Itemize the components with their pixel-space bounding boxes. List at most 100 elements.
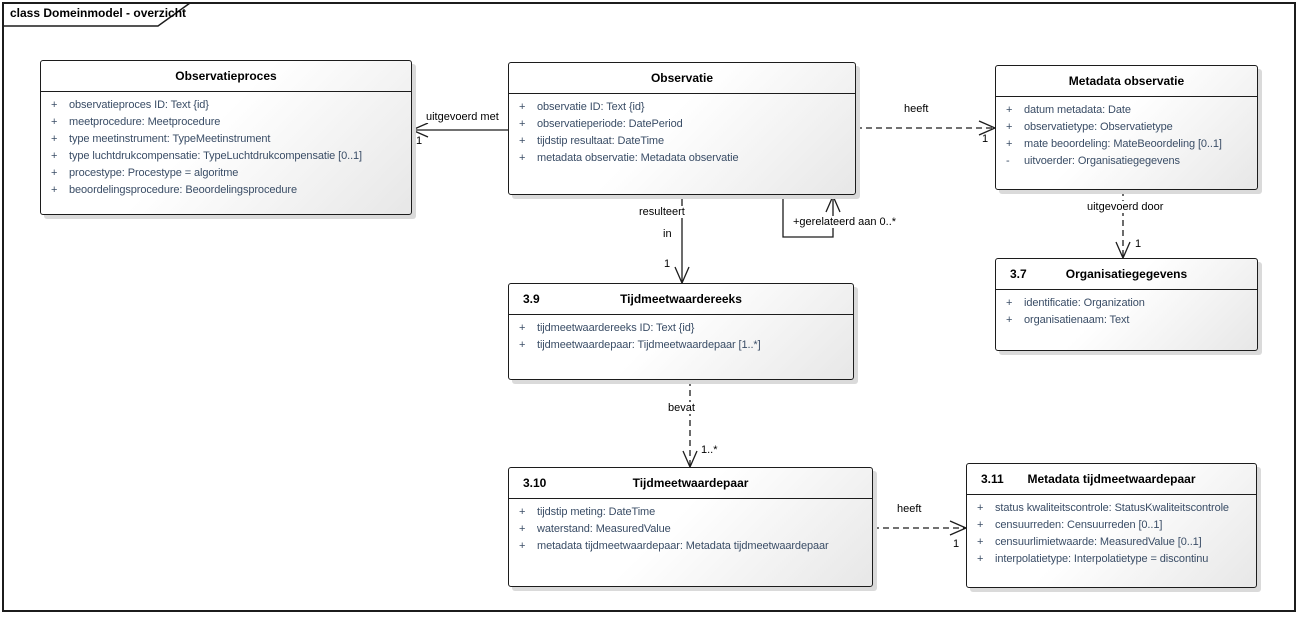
class-header: 3.10 Tijdmeetwaardepaar — [509, 468, 872, 499]
visibility-marker: + — [519, 152, 526, 164]
visibility-marker: + — [1006, 104, 1013, 116]
class-title: Tijdmeetwaardereeks — [620, 292, 742, 306]
attribute-text: metadata tijdmeetwaardepaar: Metadata ti… — [537, 540, 829, 552]
attribute-text: observatieproces ID: Text {id} — [69, 99, 209, 111]
class-tijdmeetwaardereeks[interactable]: 3.9 Tijdmeetwaardereeks +tijdmeetwaarder… — [508, 283, 854, 380]
connector-heeft-metadata-paar[interactable] — [873, 520, 968, 536]
attribute-compartment: + observatie ID: Text {id} + observatieper… — [509, 94, 855, 167]
attribute-compartment: +status kwaliteitscontrole: StatusKwalit… — [967, 495, 1256, 568]
relation-label-in[interactable]: in — [661, 228, 674, 240]
relation-label-resulteert[interactable]: resulteert — [637, 206, 687, 218]
attribute-text: tijdmeetwaardepaar: Tijdmeetwaardepaar [… — [537, 339, 761, 351]
relation-label-bevat[interactable]: bevat — [666, 402, 697, 414]
diagram-title: class Domeinmodel - overzicht — [10, 6, 187, 20]
visibility-marker: + — [51, 116, 58, 128]
attribute-row: + interpolatietype: Interpolatietype = di… — [967, 551, 1256, 568]
attribute-compartment: +tijdmeetwaardereeks ID: Text {id} +tijd… — [509, 315, 853, 354]
attribute-text: waterstand: MeasuredValue — [537, 523, 671, 535]
attribute-compartment: + identificatie: Organization +organisati… — [996, 290, 1257, 329]
attribute-text: censuurlimietwaarde: MeasuredValue [0..1… — [995, 536, 1202, 548]
visibility-marker: + — [1006, 297, 1013, 309]
relation-label-uitgevoerd-met[interactable]: uitgevoerd met — [424, 111, 501, 123]
attribute-row: +type luchtdrukcompensatie: TypeLuchtdru… — [41, 148, 411, 165]
attribute-row: - uitvoerder: Organisatiegegevens — [996, 153, 1257, 170]
class-tijdmeetwaardepaar[interactable]: 3.10 Tijdmeetwaardepaar + tijdstip meting… — [508, 467, 873, 587]
relation-label-gerelateerd-aan[interactable]: +gerelateerd aan 0..* — [791, 216, 899, 228]
attribute-row: + waterstand: MeasuredValue — [509, 521, 872, 538]
attribute-row: +meetprocedure: Meetprocedure — [41, 114, 411, 131]
visibility-marker: + — [977, 553, 984, 565]
visibility-marker: + — [1006, 121, 1013, 133]
attribute-text: mate beoordeling: MateBeoordeling [0..1] — [1024, 138, 1222, 150]
class-title: Observatie — [650, 71, 714, 85]
visibility-marker: + — [51, 99, 58, 111]
attribute-row: +organisatienaam: Text — [996, 312, 1257, 329]
attribute-compartment: +datum metadata: Date +observatietype: O… — [996, 97, 1257, 170]
visibility-marker: - — [1006, 155, 1010, 167]
attribute-text: organisatienaam: Text — [1024, 314, 1130, 326]
attribute-text: procestype: Procestype = algoritme — [69, 167, 239, 179]
visibility-marker: + — [977, 519, 984, 531]
class-metadata-observatie[interactable]: Metadata observatie +datum metadata: Dat… — [995, 65, 1258, 190]
class-number: 3.7 — [1010, 267, 1027, 281]
visibility-marker: + — [519, 322, 526, 334]
attribute-row: +beoordelingsprocedure: Beoordelingsproc… — [41, 182, 411, 199]
attribute-row: +censuurlimietwaarde: MeasuredValue [0..… — [967, 534, 1256, 551]
connector-bevat[interactable] — [682, 380, 698, 469]
attribute-text: identificatie: Organization — [1024, 297, 1145, 309]
multiplicity-label: 1 — [982, 133, 989, 145]
class-header: 3.7 Organisatiegegevens — [996, 259, 1257, 290]
attribute-row: +tijdmeetwaardepaar: Tijdmeetwaardepaar … — [509, 337, 853, 354]
visibility-marker: + — [519, 118, 526, 130]
multiplicity-label: 1 — [664, 258, 671, 270]
attribute-text: tijdstip meting: DateTime — [537, 506, 656, 518]
class-title: Metadata observatie — [1068, 74, 1185, 88]
attribute-text: observatieperiode: DatePeriod — [537, 118, 683, 130]
attribute-compartment: + observatieproces ID: Text {id} +meetpro… — [41, 92, 411, 199]
class-title: Organisatiegegevens — [1065, 267, 1188, 281]
relation-label-heeft-observatie[interactable]: heeft — [902, 103, 931, 115]
attribute-row: + procestype: Procestype = algoritme — [41, 165, 411, 182]
attribute-row: + observatie ID: Text {id} — [509, 99, 855, 116]
class-metadata-tijdmeetwaardepaar[interactable]: 3.11 Metadata tijdmeetwaardepaar +status… — [966, 463, 1257, 588]
connector-uitgevoerd-met[interactable] — [410, 122, 508, 138]
class-observatieproces[interactable]: Observatieproces +observatieproces ID: T… — [40, 60, 412, 215]
attribute-row: +tijdstip resultaat: DateTime — [509, 133, 855, 150]
attribute-row: + tijdstip meting: DateTime — [509, 504, 872, 521]
multiplicity-label: 1 — [953, 538, 960, 550]
attribute-row: +status kwaliteitscontrole: StatusKwalit… — [967, 500, 1256, 517]
attribute-text: observatietype: Observatietype — [1024, 121, 1173, 133]
class-observatie[interactable]: Observatie + observatie ID: Text {id} + ob… — [508, 62, 856, 195]
visibility-marker: + — [519, 523, 526, 535]
class-number: 3.11 — [981, 472, 1004, 486]
visibility-marker: + — [519, 506, 526, 518]
attribute-text: observatie ID: Text {id} — [537, 101, 645, 113]
attribute-row: + identificatie: Organization — [996, 295, 1257, 312]
class-header: 3.9 Tijdmeetwaardereeks — [509, 284, 853, 315]
attribute-text: uitvoerder: Organisatiegegevens — [1024, 155, 1180, 167]
visibility-marker: + — [51, 133, 58, 145]
visibility-marker: + — [977, 502, 984, 514]
attribute-row: + metadata tijdmeetwaardepaar: Metadata t… — [509, 538, 872, 555]
attribute-text: type meetinstrument: TypeMeetinstrument — [69, 133, 271, 145]
class-title: Tijdmeetwaardepaar — [632, 476, 749, 490]
attribute-text: interpolatietype: Interpolatietype = dis… — [995, 553, 1209, 565]
relation-label-heeft-paar[interactable]: heeft — [895, 503, 924, 515]
multiplicity-label: 1..* — [701, 444, 718, 456]
attribute-text: metadata observatie: Metadata observatie — [537, 152, 739, 164]
attribute-row: + censuurreden: Censuurreden [0..1] — [967, 517, 1256, 534]
visibility-marker: + — [519, 101, 526, 113]
attribute-text: censuurreden: Censuurreden [0..1] — [995, 519, 1163, 531]
class-header: Observatie — [509, 63, 855, 94]
visibility-marker: + — [51, 167, 58, 179]
connector-heeft-metadata-observatie[interactable] — [856, 120, 997, 136]
class-title: Metadata tijdmeetwaardepaar — [1027, 472, 1196, 486]
relation-label-uitgevoerd-door[interactable]: uitgevoerd door — [1085, 201, 1166, 213]
class-organisatiegegevens[interactable]: 3.7 Organisatiegegevens + identificatie: … — [995, 258, 1258, 351]
visibility-marker: + — [519, 540, 526, 552]
diagram-title-tab — [3, 2, 191, 27]
visibility-marker: + — [51, 184, 58, 196]
visibility-marker: + — [519, 135, 526, 147]
